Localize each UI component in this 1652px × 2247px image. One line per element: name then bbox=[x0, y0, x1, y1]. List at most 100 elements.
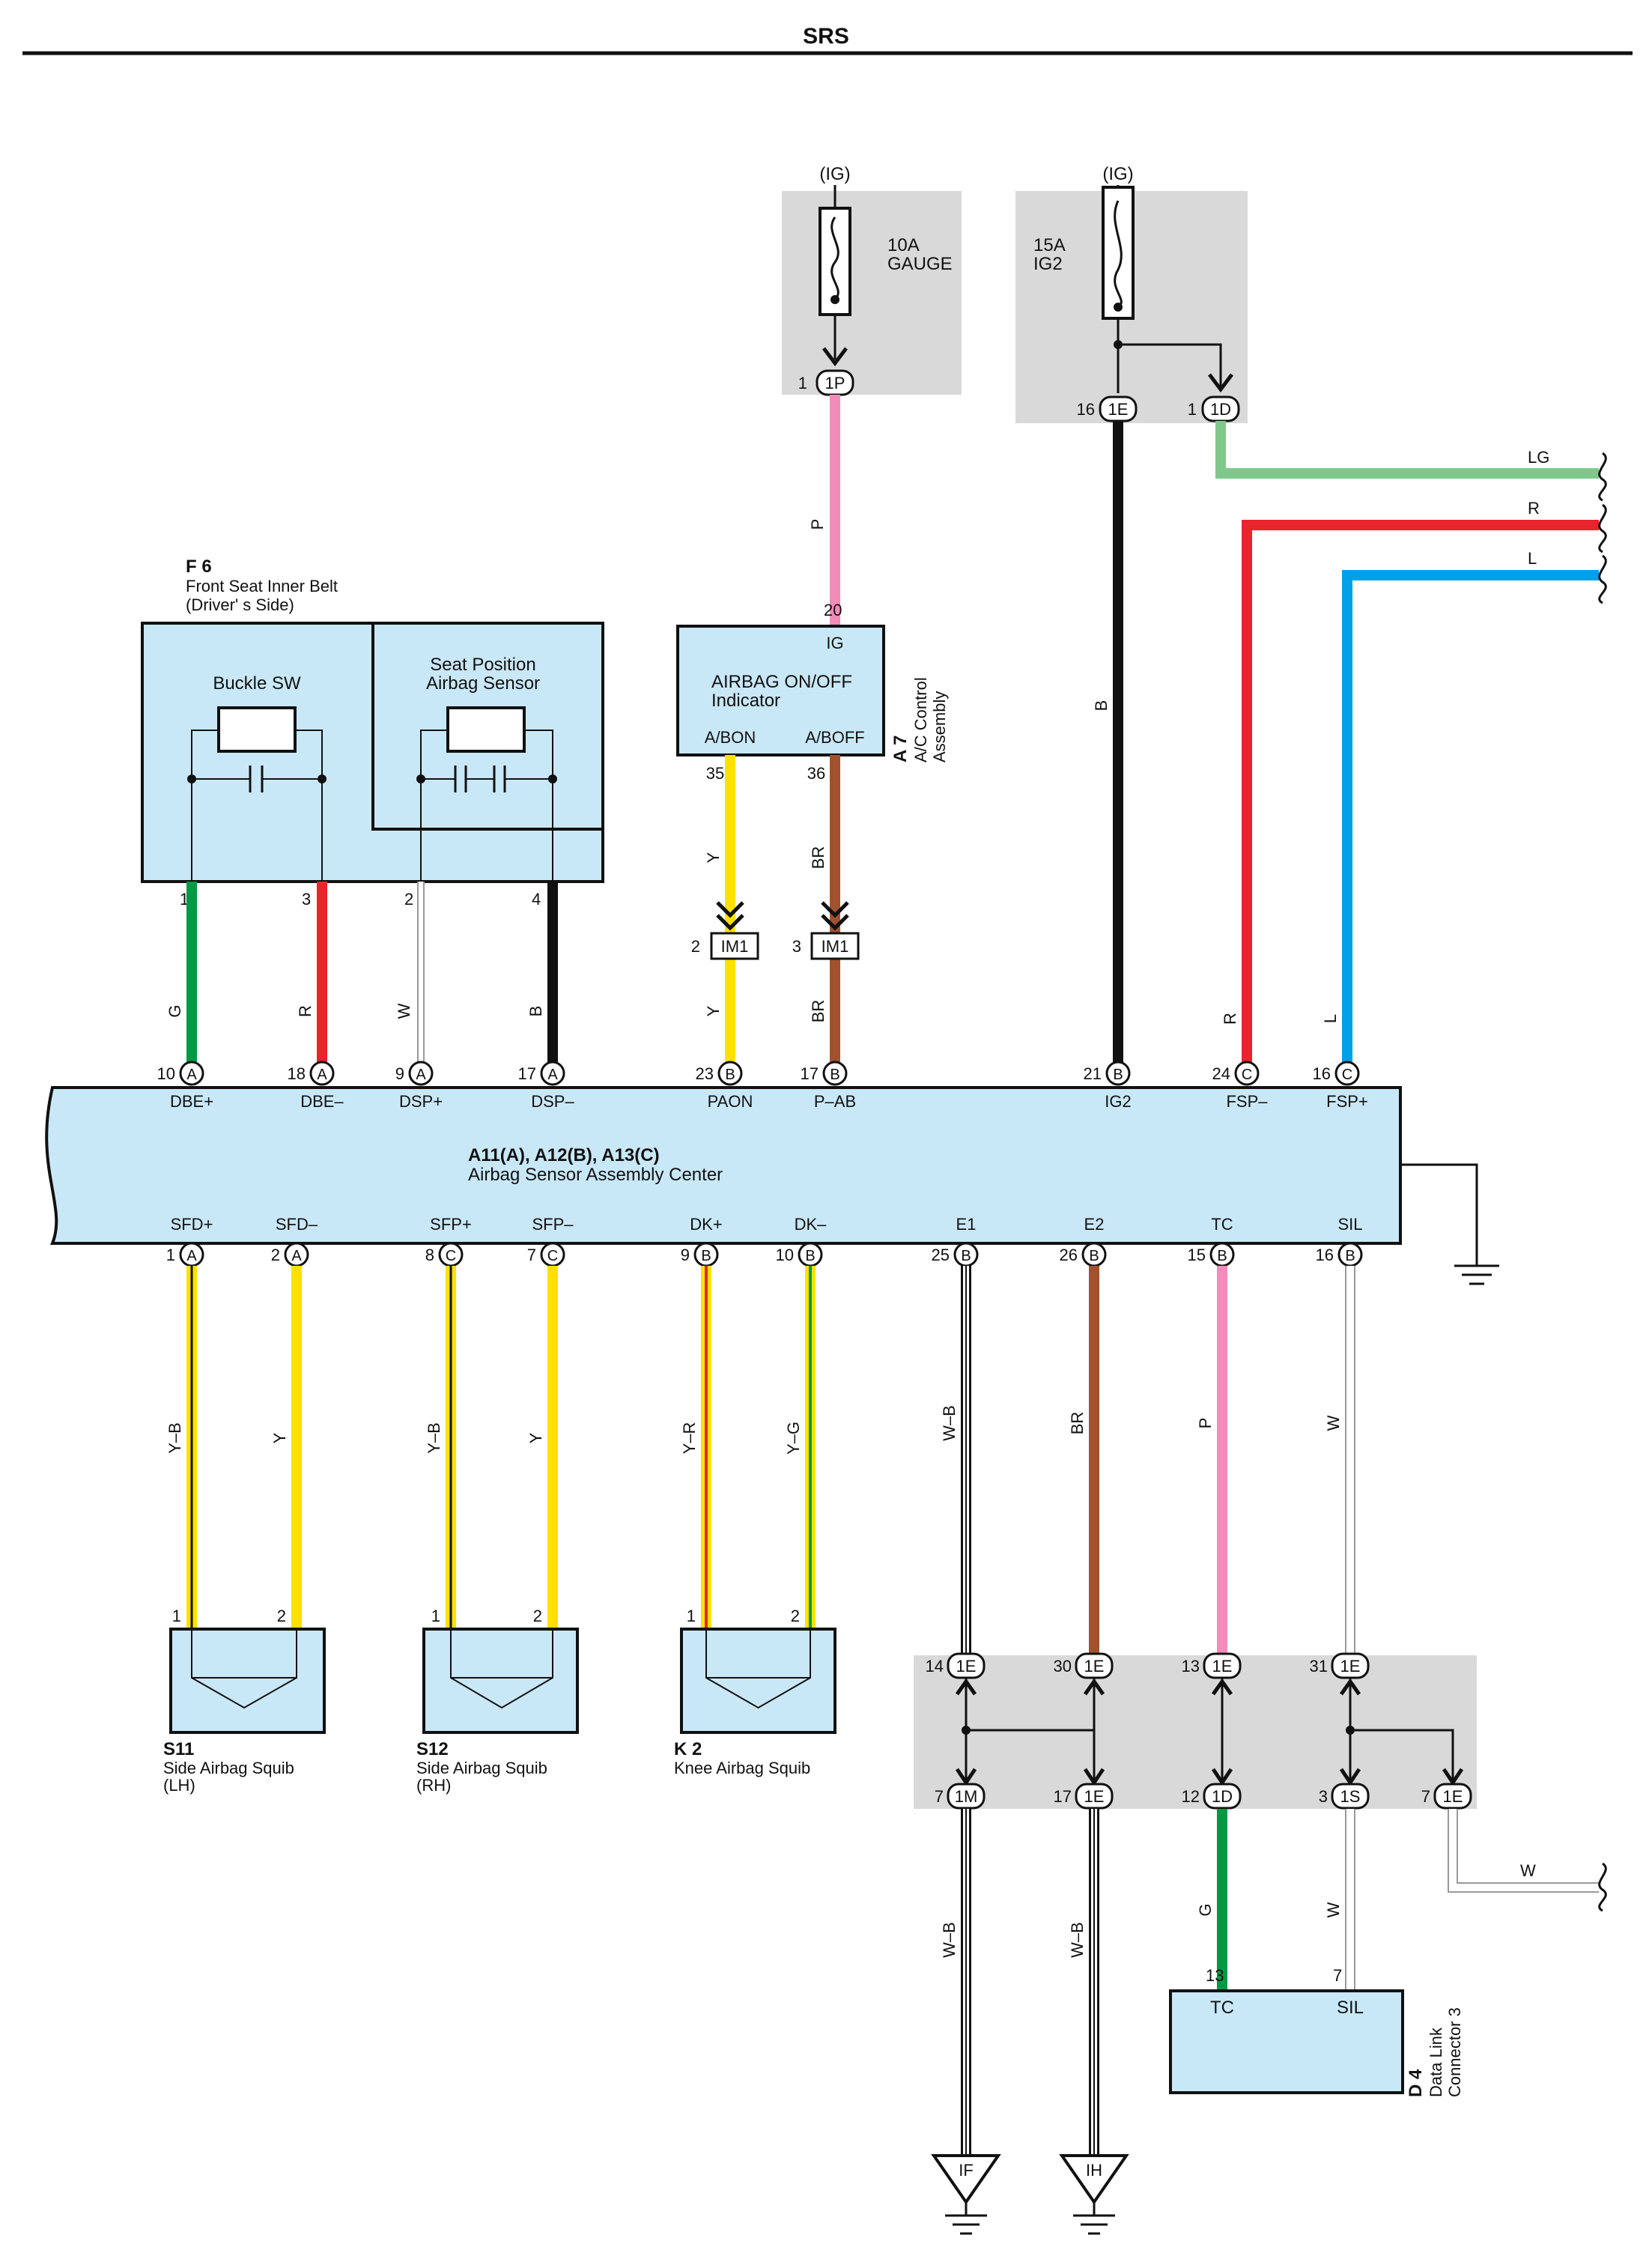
svg-text:(IG): (IG) bbox=[1102, 164, 1133, 184]
svg-text:3: 3 bbox=[792, 937, 801, 956]
svg-text:R: R bbox=[296, 1005, 315, 1017]
ecu-bottom-pins: SFD+A1SFD–A2SFP+C8SFP–C7DK+B9DK–B10E1B25… bbox=[166, 1215, 1363, 1267]
svg-text:W: W bbox=[395, 1003, 413, 1019]
svg-text:2: 2 bbox=[404, 890, 413, 909]
connector-letter: B bbox=[1217, 1248, 1227, 1264]
svg-text:Front Seat Inner Belt: Front Seat Inner Belt bbox=[186, 577, 338, 595]
pin-label: DSP– bbox=[531, 1092, 574, 1111]
pin-label: DK– bbox=[795, 1215, 827, 1234]
junction-bottom-pin: 1S3 bbox=[1319, 1783, 1370, 1810]
svg-text:BR: BR bbox=[809, 1000, 827, 1023]
svg-text:Y: Y bbox=[704, 1005, 723, 1016]
svg-text:IM1: IM1 bbox=[721, 937, 749, 956]
svg-text:Indicator: Indicator bbox=[711, 691, 780, 711]
svg-text:SIL: SIL bbox=[1337, 1998, 1364, 2018]
pin-number: 16 bbox=[1313, 1064, 1331, 1083]
svg-text:1E: 1E bbox=[1212, 1657, 1233, 1676]
pin-number: 17 bbox=[801, 1064, 819, 1083]
svg-text:B: B bbox=[526, 1006, 545, 1017]
front-seat-inner-belt: F 6 Front Seat Inner Belt (Driver' s Sid… bbox=[141, 557, 604, 909]
pin-number: 25 bbox=[932, 1246, 950, 1264]
wire-break-icon bbox=[1598, 452, 1607, 502]
arrow-icon bbox=[822, 347, 848, 367]
pin-label: P–AB bbox=[814, 1092, 856, 1111]
wire-lg bbox=[1215, 421, 1599, 479]
connector-letter: C bbox=[1342, 1067, 1352, 1083]
svg-text:R: R bbox=[1528, 499, 1540, 518]
svg-text:Seat Position: Seat Position bbox=[430, 655, 535, 675]
svg-text:7: 7 bbox=[1333, 1966, 1342, 1985]
svg-text:L: L bbox=[1321, 1014, 1340, 1023]
svg-text:1: 1 bbox=[1188, 400, 1197, 419]
pin-number: 24 bbox=[1212, 1064, 1230, 1083]
connector-letter: C bbox=[446, 1248, 456, 1264]
svg-text:Y: Y bbox=[270, 1432, 289, 1443]
svg-text:1E: 1E bbox=[1084, 1657, 1105, 1676]
pin-number: 1 bbox=[172, 1607, 181, 1625]
svg-text:BR: BR bbox=[809, 846, 827, 870]
svg-text:R: R bbox=[1221, 1013, 1239, 1025]
svg-text:AIRBAG ON/OFF: AIRBAG ON/OFF bbox=[711, 672, 852, 692]
wire-r-fsp bbox=[1242, 520, 1599, 1062]
pin-label: FSP+ bbox=[1326, 1092, 1368, 1111]
squib-name: Side Airbag Squib bbox=[163, 1759, 294, 1777]
svg-text:Data Link: Data Link bbox=[1427, 2027, 1445, 2097]
pin-label: PAON bbox=[708, 1092, 753, 1111]
fuse-gauge: (IG) 10A GAUGE 1 1P bbox=[782, 164, 962, 396]
pin-label: E2 bbox=[1084, 1215, 1105, 1234]
svg-text:30: 30 bbox=[1054, 1657, 1072, 1676]
squib-side: (LH) bbox=[163, 1776, 195, 1795]
svg-text:Y–B: Y–B bbox=[165, 1422, 184, 1454]
svg-text:W: W bbox=[1520, 1861, 1536, 1880]
connector-letter: B bbox=[1345, 1248, 1355, 1264]
connector-letter: C bbox=[547, 1248, 558, 1264]
ground-ih: IH bbox=[1059, 2154, 1129, 2235]
svg-text:W–B: W–B bbox=[1068, 1922, 1087, 1958]
svg-text:20: 20 bbox=[824, 601, 842, 619]
svg-text:36: 36 bbox=[807, 764, 825, 783]
svg-text:1S: 1S bbox=[1340, 1787, 1361, 1806]
svg-text:W–B: W–B bbox=[940, 1922, 959, 1958]
pin-label: DK+ bbox=[690, 1215, 722, 1234]
pin-label: DBE+ bbox=[170, 1092, 213, 1111]
svg-text:P: P bbox=[808, 519, 827, 530]
junction-top-pin: 1E 30 bbox=[1054, 1652, 1114, 1679]
svg-text:Buckle SW: Buckle SW bbox=[213, 673, 301, 694]
svg-text:1M: 1M bbox=[955, 1787, 978, 1806]
squib-code: S12 bbox=[416, 1739, 449, 1759]
squib-side: (RH) bbox=[416, 1776, 451, 1795]
ecu-pin-DK–: DK–B10 bbox=[776, 1215, 827, 1267]
svg-text:G: G bbox=[1196, 1903, 1215, 1916]
pin-label: SFP+ bbox=[430, 1215, 472, 1234]
svg-text:3: 3 bbox=[302, 890, 311, 909]
connector-letter: C bbox=[1242, 1067, 1252, 1083]
arrow-icon bbox=[1211, 1678, 1233, 1696]
connector-letter: A bbox=[317, 1067, 327, 1083]
svg-text:Y–B: Y–B bbox=[425, 1422, 443, 1454]
svg-text:F 6: F 6 bbox=[186, 557, 212, 577]
data-link-connector: 13 7 TC SIL D 4 Data Link Connector 3 bbox=[1169, 1966, 1464, 2097]
svg-text:13: 13 bbox=[1206, 1966, 1224, 1985]
pin-number: 15 bbox=[1188, 1246, 1206, 1264]
svg-text:Y: Y bbox=[704, 852, 723, 863]
arrow-icon bbox=[955, 1768, 977, 1786]
pin-number: 2 bbox=[271, 1246, 280, 1264]
svg-text:14: 14 bbox=[926, 1657, 944, 1676]
svg-text:W–B: W–B bbox=[940, 1405, 959, 1441]
connector-letter: B bbox=[725, 1067, 735, 1083]
svg-text:2: 2 bbox=[691, 937, 700, 956]
svg-text:D 4: D 4 bbox=[1406, 2069, 1426, 2097]
